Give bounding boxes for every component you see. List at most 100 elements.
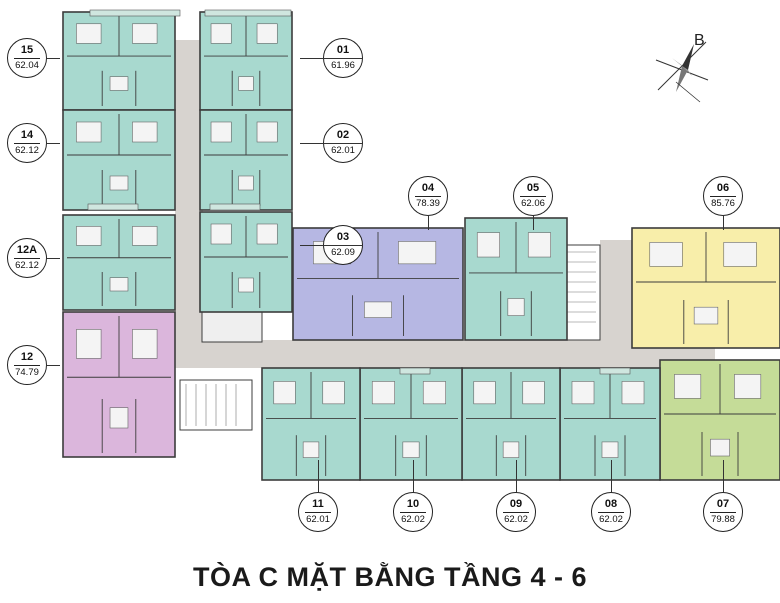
bed-icon xyxy=(132,121,158,143)
bed-icon xyxy=(473,381,496,405)
label-divider xyxy=(710,512,736,513)
bed-icon xyxy=(621,381,645,405)
table-icon xyxy=(710,438,730,457)
bed-icon xyxy=(132,329,158,359)
bed-icon xyxy=(476,232,500,258)
bed-icon xyxy=(734,374,762,399)
label-leader-line xyxy=(611,460,612,492)
label-leader-line xyxy=(47,365,60,366)
bed-icon xyxy=(571,381,595,405)
balcony xyxy=(399,367,431,375)
unit-area: 62.12 xyxy=(15,260,39,271)
balcony xyxy=(209,203,261,211)
balcony xyxy=(89,9,181,17)
north-compass: B xyxy=(648,30,718,110)
label-divider xyxy=(710,196,736,197)
unit-area: 62.06 xyxy=(521,198,545,209)
label-leader-line xyxy=(47,258,60,259)
bed-icon xyxy=(210,121,232,143)
label-leader-line xyxy=(47,58,60,59)
bed-icon xyxy=(76,23,102,44)
unit-label-15: 15 62.04 xyxy=(7,38,47,78)
balcony xyxy=(87,203,139,211)
unit-area: 62.01 xyxy=(331,145,355,156)
bed-icon xyxy=(527,232,551,258)
label-divider xyxy=(415,196,441,197)
bed-icon xyxy=(398,241,437,265)
balcony xyxy=(204,9,292,17)
label-divider xyxy=(400,512,426,513)
bed-icon xyxy=(273,381,296,405)
table-icon xyxy=(109,407,129,429)
label-leader-line xyxy=(428,216,429,230)
balcony xyxy=(599,367,631,375)
table-icon xyxy=(601,441,619,458)
unit-label-06: 06 85.76 xyxy=(703,176,743,216)
label-leader-line xyxy=(413,460,414,492)
label-leader-line xyxy=(300,245,363,246)
label-divider xyxy=(520,196,546,197)
unit-label-08: 08 62.02 xyxy=(591,492,631,532)
bed-icon xyxy=(76,121,102,143)
unit-area: 74.79 xyxy=(15,367,39,378)
label-leader-line xyxy=(723,216,724,230)
unit-area: 62.01 xyxy=(306,514,330,525)
label-divider xyxy=(305,512,331,513)
table-icon xyxy=(502,441,520,458)
table-icon xyxy=(109,76,129,91)
stair-right xyxy=(561,244,601,341)
unit-area: 62.02 xyxy=(401,514,425,525)
label-leader-line xyxy=(318,460,319,492)
table-icon xyxy=(109,277,129,292)
bed-icon xyxy=(723,242,757,267)
compass-icon xyxy=(655,41,709,103)
unit-number: 02 xyxy=(336,129,350,141)
bed-icon xyxy=(674,374,702,399)
unit-number: 08 xyxy=(604,498,618,510)
unit-area: 62.04 xyxy=(15,60,39,71)
label-leader-line xyxy=(723,460,724,492)
table-icon xyxy=(238,277,254,293)
unit-number: 12 xyxy=(20,351,34,363)
table-icon xyxy=(238,175,254,191)
unit-number: 03 xyxy=(336,231,350,243)
bed-icon xyxy=(649,242,683,267)
unit-area: 62.02 xyxy=(599,514,623,525)
bed-icon xyxy=(210,223,232,245)
unit-number: 06 xyxy=(716,182,730,194)
elevator-block-left xyxy=(201,311,263,343)
bed-icon xyxy=(256,223,278,245)
unit-number: 15 xyxy=(20,44,34,56)
plan-title: TÒA C MẶT BẰNG TẦNG 4 - 6 xyxy=(193,562,587,592)
bed-icon xyxy=(522,381,545,405)
label-divider xyxy=(14,58,40,59)
label-divider xyxy=(14,258,40,259)
unit-area: 85.76 xyxy=(711,198,735,209)
bed-icon xyxy=(256,23,278,44)
unit-number: 01 xyxy=(336,44,350,56)
label-leader-line xyxy=(533,216,534,230)
bed-icon xyxy=(132,226,158,246)
unit-number: 10 xyxy=(406,498,420,510)
unit-number: 07 xyxy=(716,498,730,510)
unit-area: 62.02 xyxy=(504,514,528,525)
bed-icon xyxy=(256,121,278,143)
bed-icon xyxy=(132,23,158,44)
unit-number: 04 xyxy=(421,182,435,194)
table-icon xyxy=(302,441,320,458)
label-divider xyxy=(503,512,529,513)
unit-area: 61.96 xyxy=(331,60,355,71)
table-icon xyxy=(109,175,129,191)
interior-details xyxy=(67,9,776,476)
label-leader-line xyxy=(47,143,60,144)
label-leader-line xyxy=(300,58,363,59)
bed-icon xyxy=(76,226,102,246)
compass-label: B xyxy=(694,32,705,49)
